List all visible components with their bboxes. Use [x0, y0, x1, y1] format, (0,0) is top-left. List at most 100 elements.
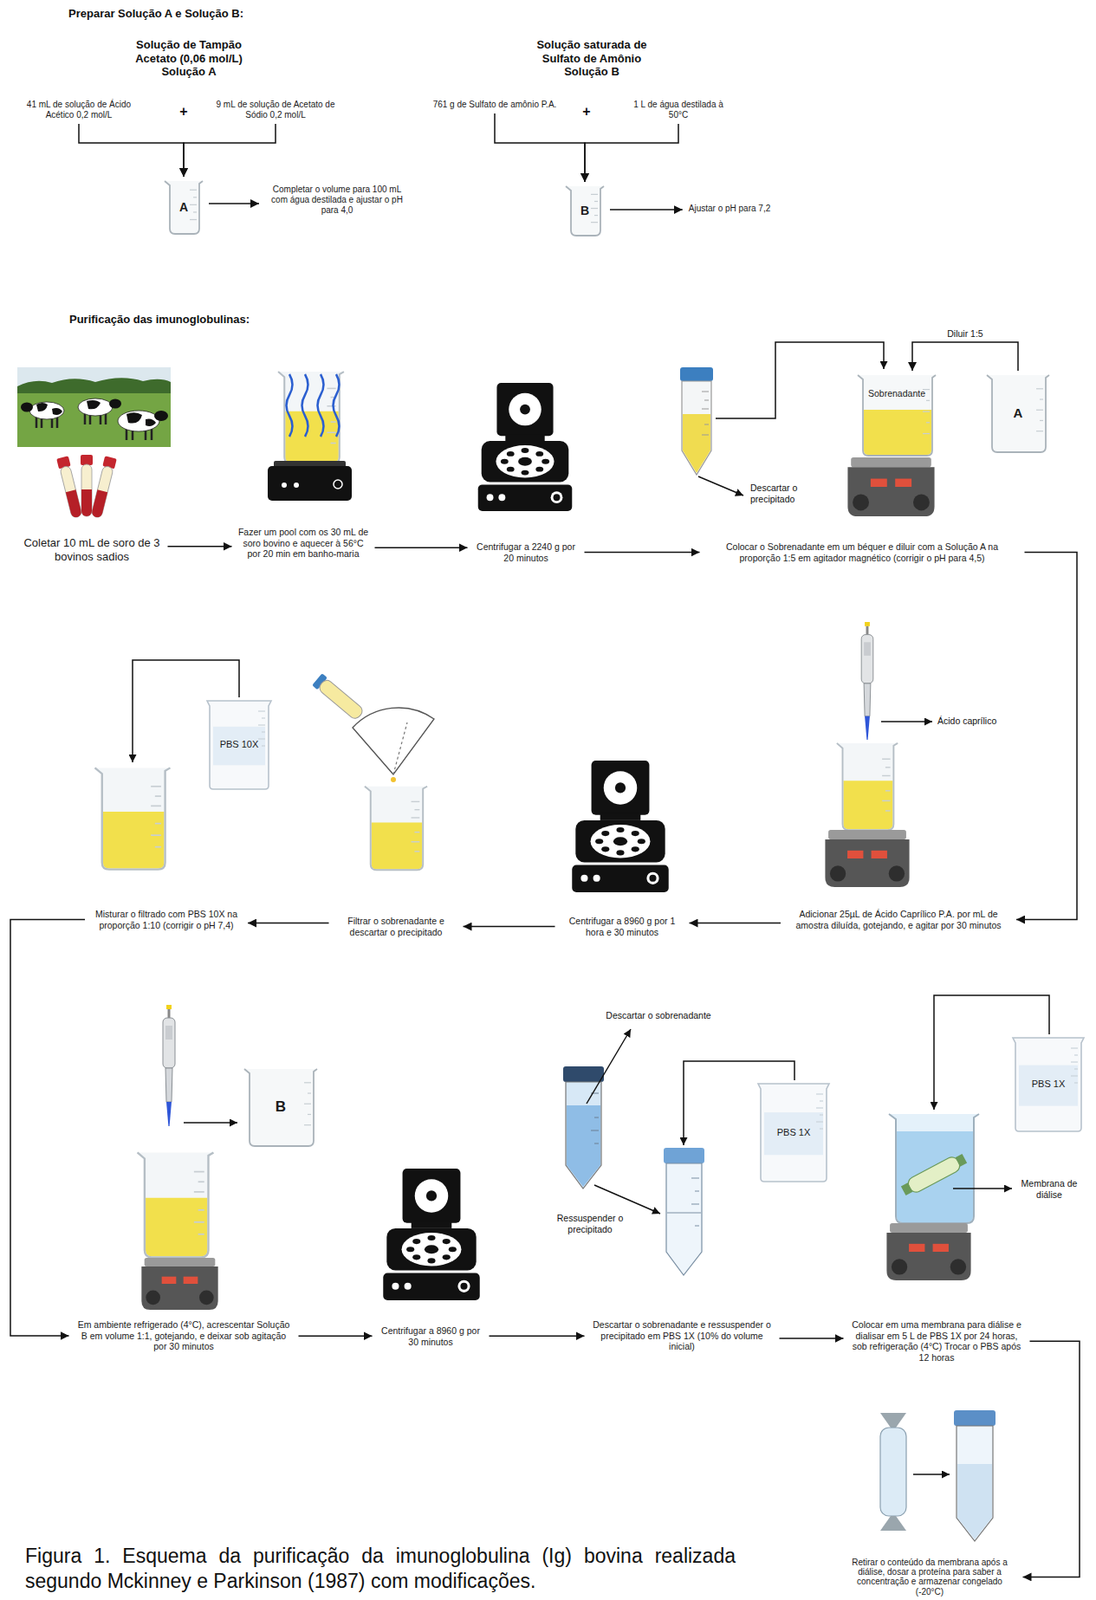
- step-box: Colocar em uma membrana para diálise e d…: [848, 1318, 1026, 1364]
- flow-arrow: [463, 926, 556, 928]
- label-box: +: [179, 103, 188, 120]
- flow-arrow: [247, 922, 330, 925]
- label-box: Descartar o sobrenadante: [605, 1010, 711, 1022]
- callout-label: Ácido caprílico: [937, 715, 997, 727]
- step-text: Colocar em uma membrana para diálise e d…: [849, 1319, 1025, 1363]
- vessel-label: Sobrenadante: [868, 388, 926, 400]
- vessel-label: PBS 1X: [777, 1127, 811, 1139]
- flow-arrow: [1023, 1341, 1081, 1577]
- leader-arrow: [183, 1121, 238, 1123]
- flow-arrow: [912, 342, 1019, 371]
- solution-heading: Solução de Tampão Acetato (0,06 mol/L) S…: [119, 38, 259, 79]
- step-box: Filtrar o sobrenadante e descartar o pre…: [333, 914, 460, 939]
- magnetic-stirrer: [886, 1223, 971, 1281]
- vessel-label: A: [1013, 405, 1024, 422]
- step-text: Retirar o conteúdo da membrana após a di…: [843, 1557, 1018, 1597]
- step-box: Completar o volume para 100 mL com água …: [263, 183, 411, 217]
- step-box: Coletar 10 mL de soro de 3 bovinos sadio…: [20, 535, 164, 565]
- step-text: Centrifugar a 8960 g por 1 hora e 30 min…: [561, 915, 684, 938]
- beaker-outline: [856, 372, 938, 458]
- beaker-node: B: [242, 1066, 319, 1148]
- flow-arrow: [1016, 552, 1077, 921]
- flow-arrow: [609, 208, 683, 211]
- label-box: Solução de Tampão Acetato (0,06 mol/L) S…: [119, 38, 259, 79]
- label-box: Preparar Solução A e Solução B:: [68, 6, 244, 21]
- step-text: Centrifugar a 2240 g por 20 minutos: [473, 541, 579, 564]
- dialysis-beaker: [888, 1114, 980, 1224]
- step-box: Centrifugar a 8960 g por 1 hora e 30 min…: [559, 914, 686, 939]
- step-text: Fazer um pool com os 30 mL de soro bovin…: [238, 526, 370, 560]
- leader-arrow: [953, 1187, 1012, 1189]
- flow-arrow: [298, 1335, 373, 1337]
- vessel-label: B: [580, 203, 590, 219]
- beaker: [95, 767, 171, 870]
- flow-arrow: [183, 123, 276, 177]
- leader-arrow: [698, 476, 744, 496]
- step-box: Misturar o filtrado com PBS 10X na propo…: [89, 907, 244, 932]
- step-box: Retirar o conteúdo da membrana após a di…: [841, 1556, 1019, 1598]
- step-box: 41 mL de solução de Ácido Acético 0,2 mo…: [16, 98, 143, 122]
- beaker-node: A: [985, 372, 1051, 454]
- step-text: 41 mL de solução de Ácido Acético 0,2 mo…: [18, 99, 141, 121]
- callout-label: Ressuspender o precipitado: [551, 1212, 630, 1235]
- step-text: Descartar o sobrenadante e ressuspender …: [590, 1319, 774, 1353]
- step-box: Descartar o sobrenadante e ressuspender …: [589, 1318, 776, 1354]
- reagent-bottle: PBS 10X: [204, 699, 274, 792]
- flow-arrow: [168, 545, 233, 548]
- step-text: Completar o volume para 100 mL com água …: [265, 184, 409, 216]
- leader-arrow: [913, 1473, 950, 1475]
- step-text: Misturar o filtrado com PBS 10X na propo…: [90, 908, 242, 931]
- magnetic-stirrer: [824, 830, 909, 888]
- step-box: 1 L de água destilada à 50°C: [622, 98, 735, 122]
- step-text: Centrifugar a 8960 g por 30 minutos: [378, 1325, 484, 1348]
- step-box: 9 mL de solução de Acetato de Sódio 0,2 …: [208, 98, 344, 122]
- edge-label: Diluir 1:5: [946, 328, 983, 340]
- step-text: 761 g de Sulfato de amônio P.A.: [433, 99, 558, 111]
- cattle-photo: [17, 367, 171, 448]
- label-box: Purificação das imunoglobulinas:: [69, 312, 250, 327]
- step-box: 761 g de Sulfato de amônio P.A.: [431, 98, 559, 111]
- flow-arrow: [375, 546, 468, 549]
- magnetic-stirrer: [847, 457, 934, 517]
- reagent-bottle: PBS 1X: [755, 1082, 832, 1184]
- step-box: Colocar o Sobrenadante em um béquer e di…: [704, 540, 1021, 565]
- reagent-bottle: PBS 1X: [1010, 1036, 1087, 1134]
- vessel-label: B: [275, 1098, 286, 1116]
- vessel-label: A: [179, 200, 189, 215]
- pipette: [861, 622, 874, 740]
- label-box: Ressuspender o precipitado: [551, 1212, 630, 1235]
- label-box: Ácido caprílico: [937, 715, 997, 727]
- step-text: 9 mL de solução de Acetato de Sódio 0,2 …: [210, 99, 342, 121]
- caption-box: Figura 1. Esquema da purificação da imun…: [25, 1543, 736, 1595]
- label-box: Solução saturada de Sulfato de Amônio So…: [522, 38, 662, 79]
- flow-arrow: [779, 1337, 844, 1340]
- magnetic-stirrer: [141, 1258, 218, 1311]
- beaker-node: A: [162, 178, 205, 236]
- flow-arrow: [489, 1335, 585, 1337]
- beaker: [836, 743, 898, 831]
- step-box: Centrifugar a 2240 g por 20 minutos: [472, 540, 581, 565]
- callout-label: Membrana de diálise: [1016, 1178, 1083, 1200]
- pipette: [162, 1005, 176, 1127]
- flow-arrow: [584, 551, 701, 554]
- step-text: Coletar 10 mL de soro de 3 bovinos sadio…: [22, 536, 163, 564]
- dialysis-bag: [880, 1413, 907, 1531]
- callout-label: Descartar o precipitado: [750, 482, 820, 505]
- solution-heading: Solução saturada de Sulfato de Amônio So…: [522, 38, 662, 79]
- leader-arrow: [586, 1029, 631, 1104]
- vessel-label: PBS 1X: [1031, 1078, 1066, 1090]
- beaker-node: B: [564, 183, 606, 238]
- step-text: Colocar o Sobrenadante em um béquer e di…: [706, 541, 1019, 564]
- leader-arrow: [881, 720, 933, 722]
- step-text: Ajustar o pH para 7,2: [688, 203, 772, 215]
- figure-caption: Figura 1. Esquema da purificação da imun…: [25, 1543, 736, 1595]
- step-box: Fazer um pool com os 30 mL de soro bovin…: [236, 525, 371, 561]
- vessel-label: PBS 10X: [220, 739, 260, 751]
- flow-arrow: [208, 202, 260, 205]
- label-box: +: [582, 103, 591, 120]
- step-box: Em ambiente refrigerado (4°C), acrescent…: [73, 1318, 295, 1354]
- transfer-line: [715, 342, 884, 419]
- falcon-tube: [663, 1147, 705, 1276]
- water-bath: [267, 371, 352, 501]
